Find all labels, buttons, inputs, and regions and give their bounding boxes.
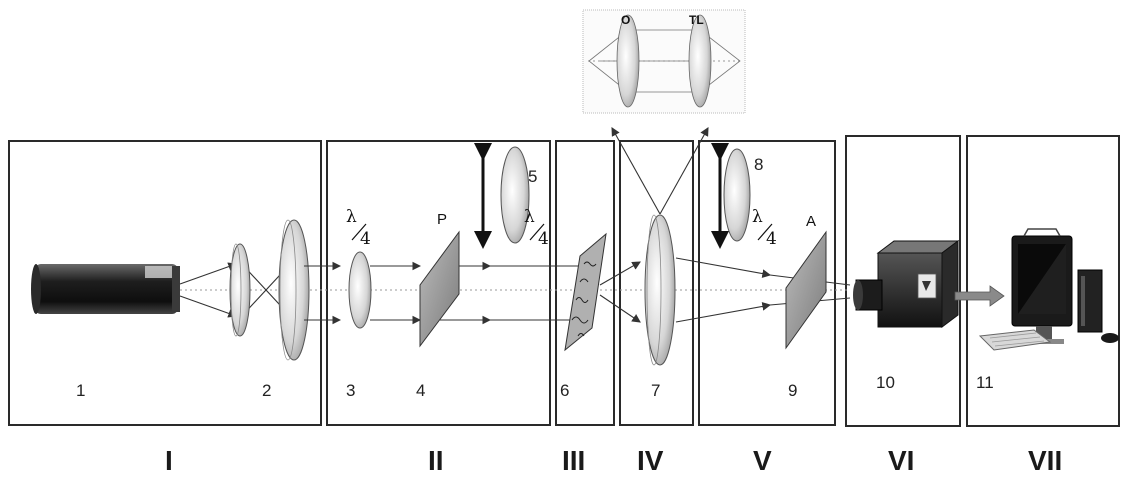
component-number-8: 8	[754, 155, 763, 174]
section-label-VII: VII	[1028, 445, 1062, 476]
component-number-5: 5	[528, 167, 537, 186]
lambda-label-8: λ	[752, 207, 763, 227]
quarter-label-5: 4	[538, 229, 549, 249]
quarter-wave-plate-3	[348, 251, 372, 329]
camera	[853, 240, 960, 328]
section-box-II	[326, 140, 551, 426]
component-number-1: 1	[76, 381, 85, 400]
section-box-III	[555, 140, 615, 426]
computer	[978, 228, 1119, 351]
inset-tube-lens-label: TL	[689, 13, 704, 27]
beam-expander-lens-large	[278, 219, 310, 361]
analyzer-label: A	[806, 213, 816, 230]
section-box-IV	[619, 140, 694, 426]
section-label-V: V	[753, 445, 772, 476]
polarizer-label: P	[437, 211, 447, 228]
component-number-6: 6	[560, 381, 569, 400]
section-label-VI: VI	[888, 445, 914, 476]
component-number-2: 2	[262, 381, 271, 400]
movable-quarter-wave-plate-5	[474, 143, 530, 249]
component-number-3: 3	[346, 381, 355, 400]
quarter-label-3: 4	[360, 229, 371, 249]
movable-quarter-wave-plate-8	[711, 143, 751, 249]
lambda-label-3: λ	[346, 207, 357, 227]
component-number-7: 7	[651, 381, 660, 400]
section-box-I	[8, 140, 322, 426]
sample-slide	[564, 232, 607, 352]
polarizer-plate	[419, 230, 460, 348]
section-box-VII	[966, 135, 1120, 427]
objective-tubelens-inset	[582, 9, 746, 114]
component-number-11: 11	[976, 373, 994, 392]
section-box-VI	[845, 135, 961, 427]
objective-lens	[644, 214, 676, 366]
component-number-9: 9	[788, 381, 797, 400]
laser	[31, 264, 180, 314]
inset-objective-label: O	[621, 13, 630, 27]
analyzer-plate	[785, 230, 827, 350]
lambda-label-5: λ	[524, 207, 535, 227]
section-label-I: I	[165, 445, 173, 476]
component-number-10: 10	[876, 373, 895, 392]
beam-expander-lens-small	[229, 243, 251, 337]
section-label-II: II	[428, 445, 444, 476]
quarter-label-8: 4	[766, 229, 777, 249]
data-transfer-arrow	[954, 285, 1005, 307]
section-label-IV: IV	[637, 445, 664, 476]
component-number-4: 4	[416, 381, 425, 400]
section-label-III: III	[562, 445, 585, 476]
